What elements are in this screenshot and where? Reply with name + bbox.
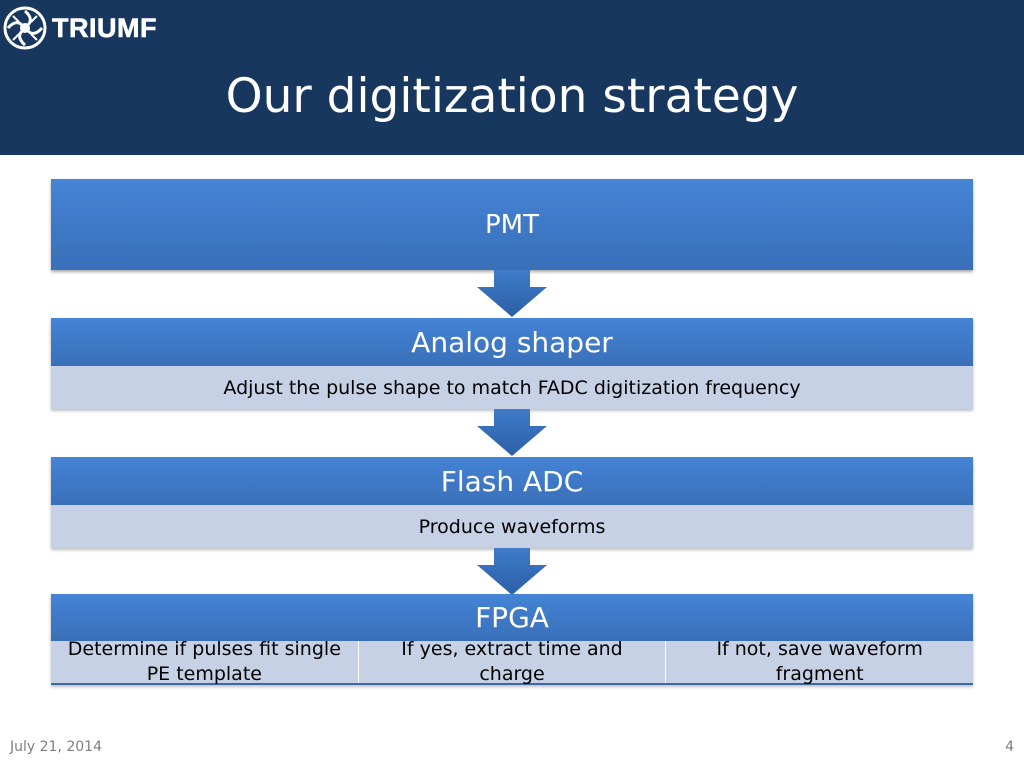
- stage-detail-cell: If yes, extract time and charge: [357, 638, 666, 685]
- down-arrow-icon: [477, 409, 547, 456]
- stage-detail: Produce waveforms: [51, 505, 973, 548]
- stage-detail-columns: Determine if pulses fit single PE templa…: [51, 638, 973, 685]
- footer-date: July 21, 2014: [10, 739, 102, 755]
- down-arrow-icon: [477, 270, 547, 317]
- stage-analog-shaper: Analog shaper: [51, 318, 973, 366]
- title-banner: TRIUMF Our digitization strategy: [0, 0, 1024, 155]
- down-arrow-icon: [477, 548, 547, 595]
- stage-fpga: FPGA: [51, 594, 973, 641]
- stage-detail-cell: Determine if pulses fit single PE templa…: [67, 638, 341, 685]
- stage-detail: Adjust the pulse shape to match FADC dig…: [51, 366, 973, 409]
- stage-detail-text: Produce waveforms: [418, 515, 606, 538]
- stage-label: Flash ADC: [440, 464, 584, 498]
- stage-detail-cell: If not, save waveform fragment: [665, 638, 973, 685]
- page-number: 4: [1005, 739, 1014, 755]
- slide-title: Our digitization strategy: [225, 69, 799, 124]
- triumf-logo: TRIUMF: [2, 4, 192, 52]
- stage-flash-adc: Flash ADC: [51, 457, 973, 505]
- triumf-emblem-icon: [3, 6, 47, 50]
- logo-wordmark: TRIUMF: [52, 12, 157, 43]
- stage-pmt: PMT: [51, 179, 973, 270]
- stage-label: Analog shaper: [411, 325, 613, 359]
- stage-detail-text: Adjust the pulse shape to match FADC dig…: [223, 376, 801, 399]
- stage-label: FPGA: [475, 601, 549, 634]
- stage-label: PMT: [485, 209, 539, 240]
